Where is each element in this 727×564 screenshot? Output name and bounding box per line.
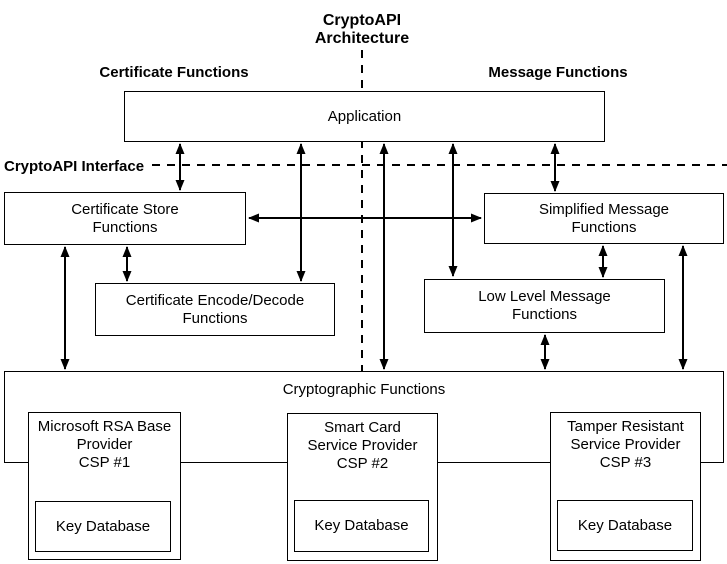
key-database-1-box: Key Database: [35, 501, 171, 552]
certificate-store-functions-box: Certificate Store Functions: [4, 192, 246, 245]
key-database-2-box: Key Database: [294, 500, 429, 552]
certificate-encode-decode-functions-box: Certificate Encode/Decode Functions: [95, 283, 335, 336]
certificate-functions-label: Certificate Functions: [99, 64, 249, 81]
application-box: Application: [124, 91, 605, 142]
key-database-3-box: Key Database: [557, 500, 693, 551]
diagram-title: CryptoAPI Architecture: [314, 12, 410, 47]
low-level-message-functions-box: Low Level Message Functions: [424, 279, 665, 333]
message-functions-label: Message Functions: [488, 64, 628, 81]
cryptoapi-interface-label: CryptoAPI Interface: [4, 158, 145, 175]
simplified-message-functions-box: Simplified Message Functions: [484, 193, 724, 244]
